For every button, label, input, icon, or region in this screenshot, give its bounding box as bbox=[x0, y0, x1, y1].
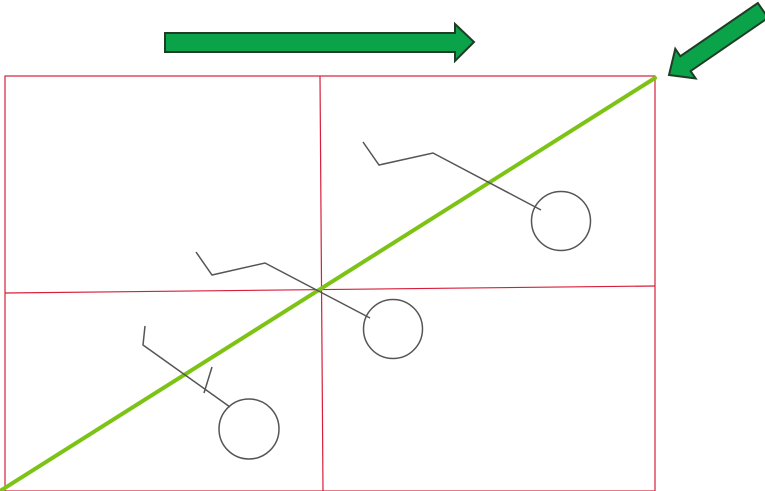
figure-strut bbox=[203, 366, 213, 394]
diagonal-line bbox=[0, 76, 657, 491]
arrow-right-icon bbox=[164, 21, 476, 64]
pendulum-figure-bottom-left bbox=[142, 325, 280, 460]
figure-circle bbox=[530, 190, 592, 252]
pendulum-figure-top-right bbox=[362, 141, 592, 252]
grid-vertical-divider bbox=[319, 75, 324, 491]
pendulum-figure-center bbox=[195, 251, 424, 360]
figure-circle bbox=[362, 298, 424, 360]
figure-circle bbox=[218, 398, 280, 460]
figure-arm bbox=[362, 141, 542, 211]
arrow-down-left-icon bbox=[667, 1, 765, 80]
grid-frame bbox=[4, 75, 656, 491]
grid-outer-border bbox=[4, 75, 656, 491]
grid-horizontal-divider bbox=[4, 285, 656, 294]
figure-arm bbox=[195, 251, 371, 319]
figure-arm bbox=[142, 325, 231, 408]
